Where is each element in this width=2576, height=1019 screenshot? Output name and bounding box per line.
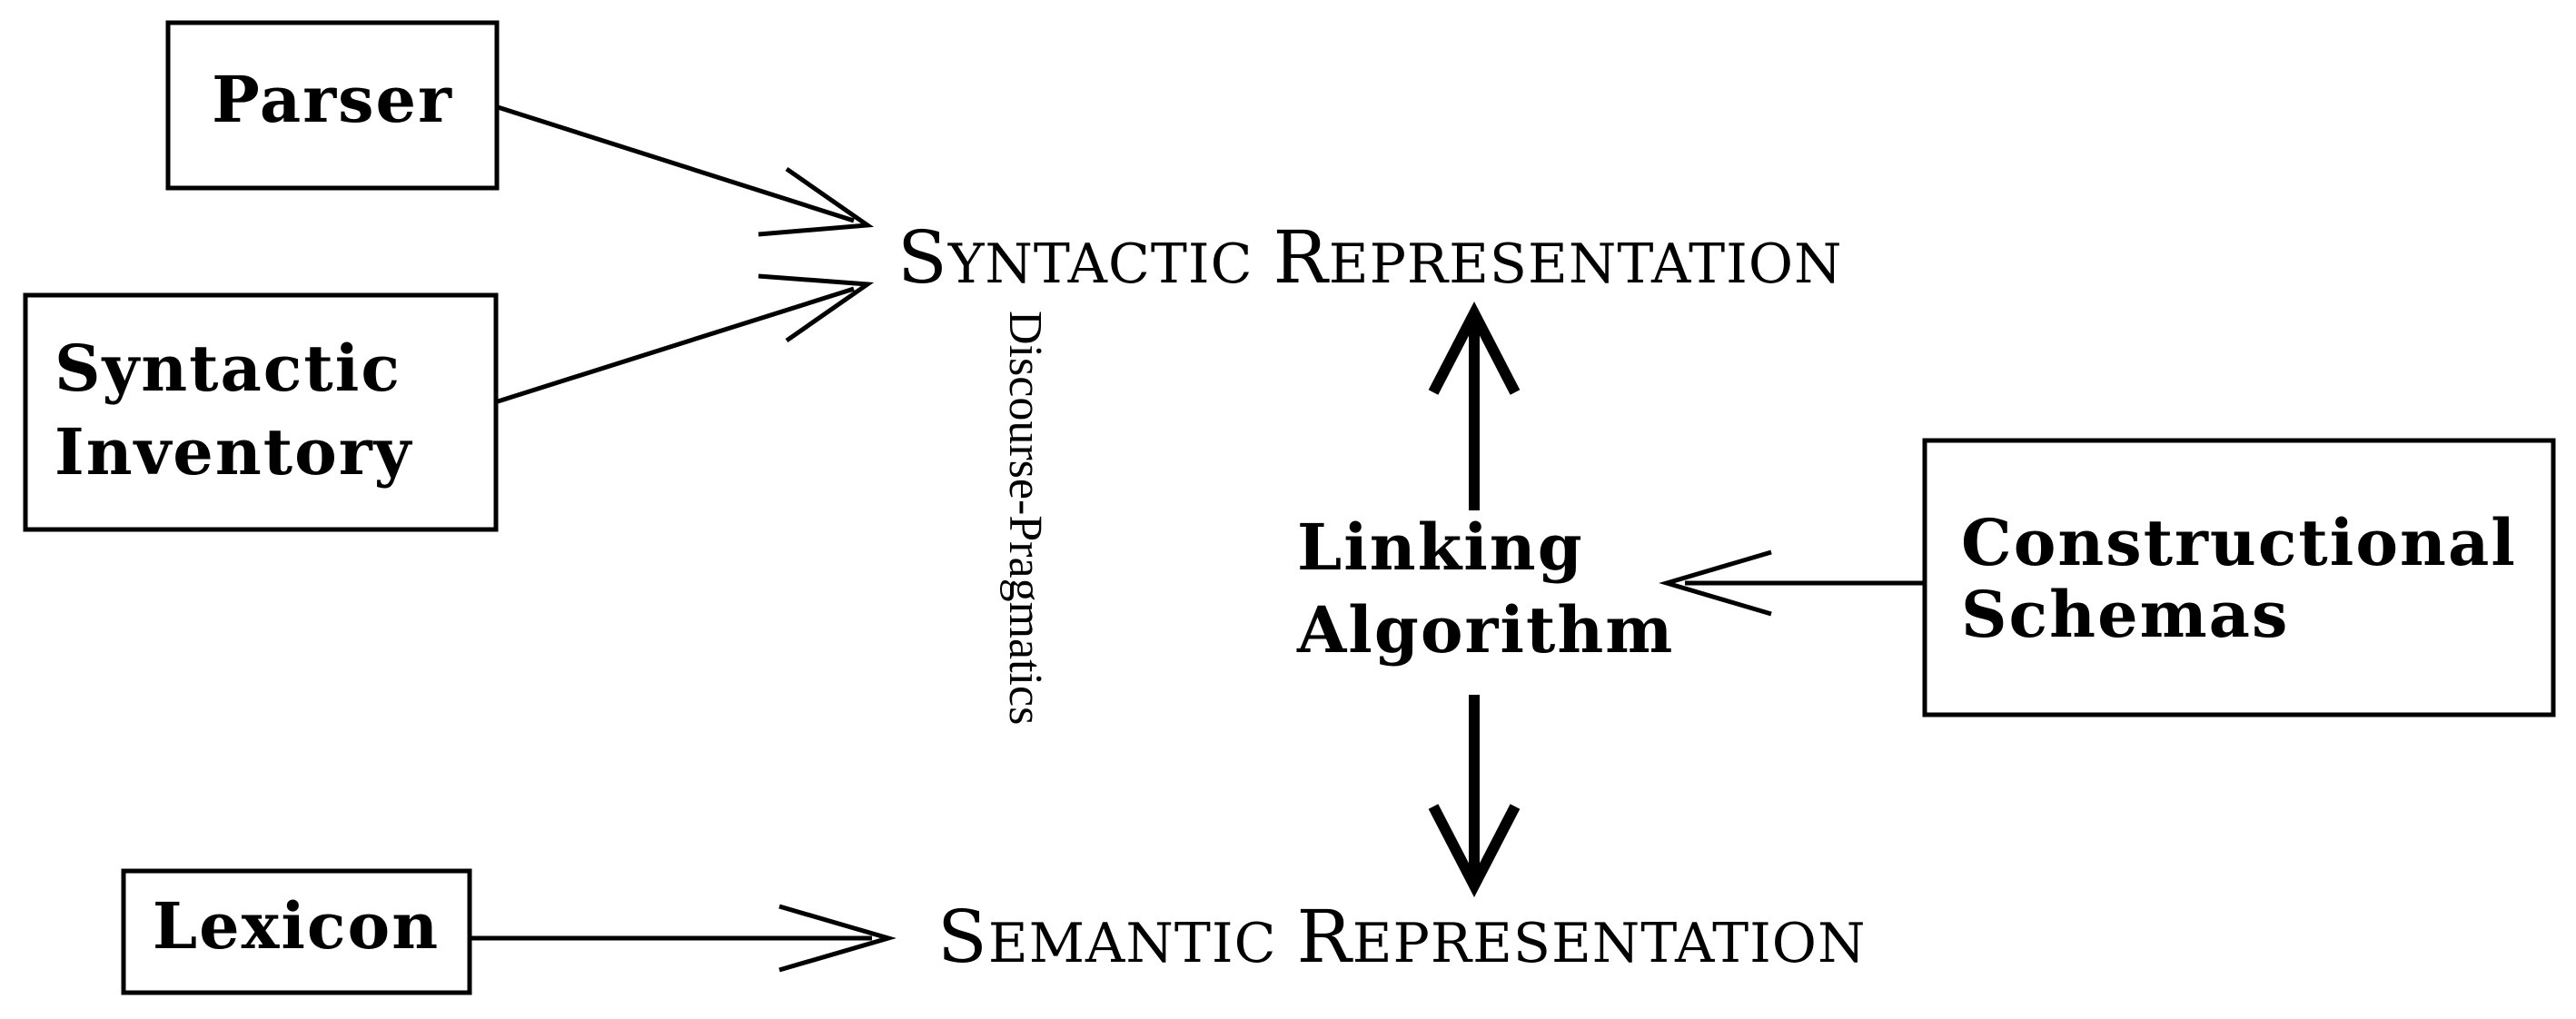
constructional-schemas-label-line1: Constructional xyxy=(1961,505,2517,580)
linking-algorithm-label-line1: Linking xyxy=(1297,510,1584,585)
linking-to-semantic-arrow xyxy=(1428,695,1521,898)
constructional-schemas-node: Constructional Schemas xyxy=(1922,438,2556,717)
syntactic-inventory-node: Syntactic Inventory xyxy=(23,292,499,532)
parser-to-syntactic-arrow xyxy=(497,104,875,237)
inventory-to-syntactic-arrow xyxy=(497,273,875,404)
constructional-schemas-label-line2: Schemas xyxy=(1961,577,2289,652)
linking-to-syntactic-arrow xyxy=(1428,301,1521,510)
discourse-pragmatics-label: Discourse-Pragmatics xyxy=(999,311,1051,725)
lexicon-label: Lexicon xyxy=(153,888,440,964)
lexicon-node: Lexicon xyxy=(121,868,472,995)
parser-node: Parser xyxy=(165,20,500,191)
linking-algorithm-node: Linking Algorithm xyxy=(1296,510,1674,668)
lexicon-to-semantic-arrow xyxy=(471,904,897,973)
parser-label: Parser xyxy=(212,62,453,137)
schemas-to-linking-arrow xyxy=(1659,549,1925,617)
linking-algorithm-label-line2: Algorithm xyxy=(1296,592,1674,668)
syntactic-inventory-label-line1: Syntactic xyxy=(54,331,401,406)
syntactic-inventory-label-line2: Inventory xyxy=(54,414,413,490)
